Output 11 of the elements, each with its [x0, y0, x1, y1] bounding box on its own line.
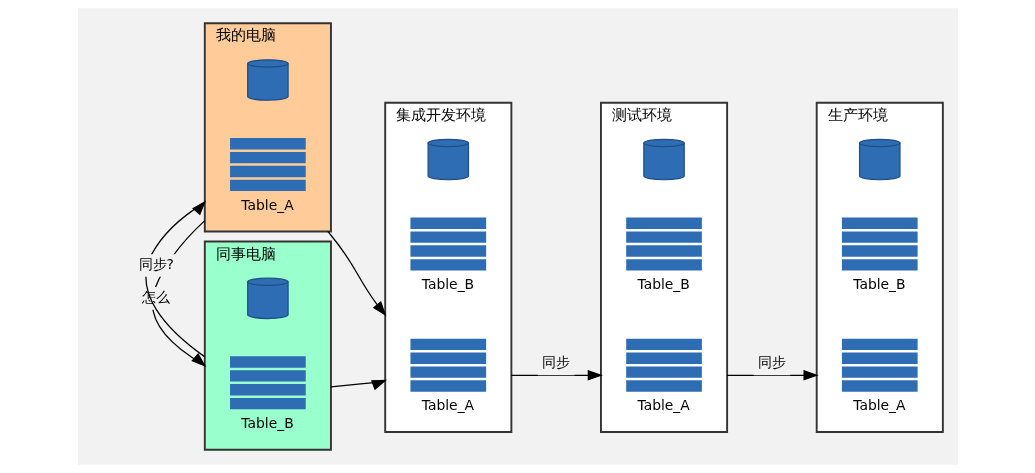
edge-label: 同步? — [138, 256, 174, 273]
node-label: Table_B — [637, 276, 690, 293]
edge-label: 同步 — [757, 354, 786, 371]
node-label: Table_A — [240, 196, 294, 213]
edge-label: 同步 — [541, 354, 570, 371]
node-label: Table_A — [637, 397, 690, 414]
node-label: Table_B — [421, 276, 474, 293]
node-label: Table_A — [421, 397, 474, 414]
node-label: Table_B — [240, 415, 294, 432]
node-label: Table_B — [852, 276, 906, 293]
node-label: Table_A — [852, 397, 906, 414]
